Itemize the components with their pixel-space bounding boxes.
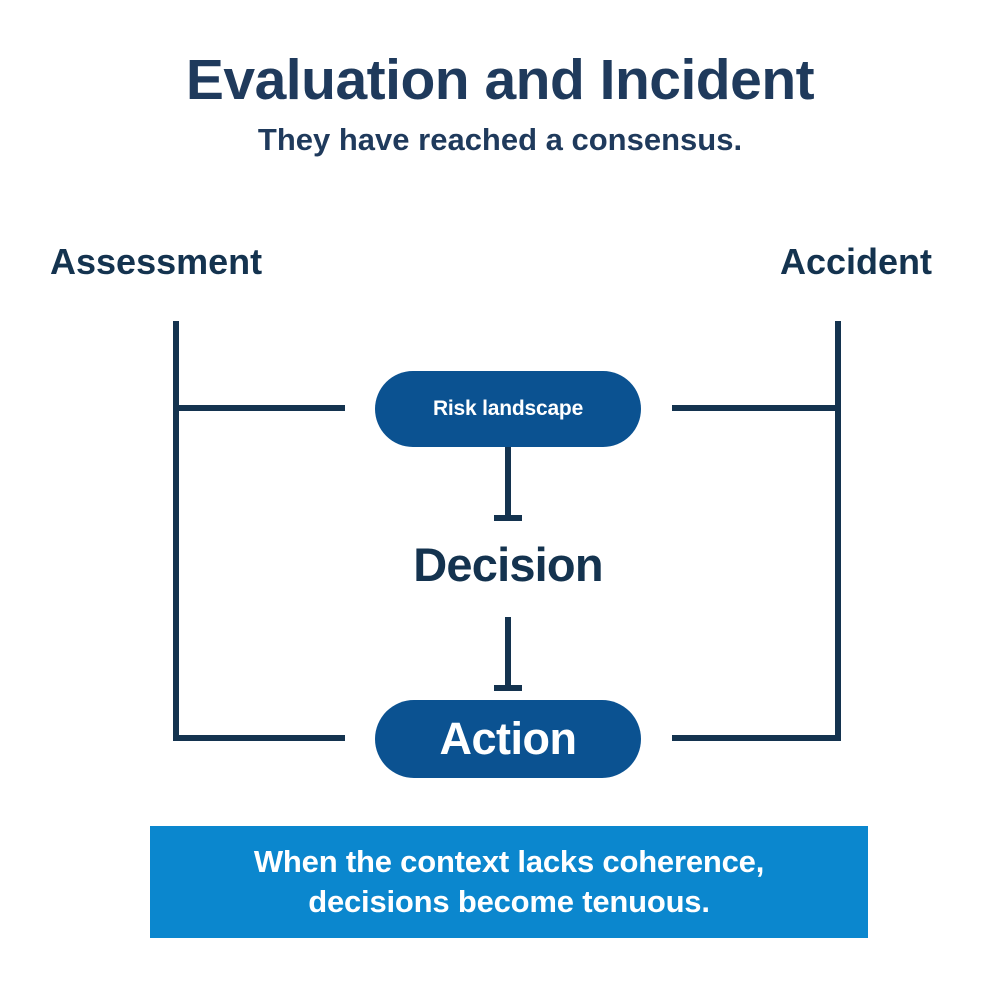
node-action-label: Action	[439, 713, 578, 764]
right-bracket-connector-to-risk-landscape	[672, 405, 841, 411]
connector-risk-to-decision-cap	[494, 515, 522, 521]
page-subtitle: They have reached a consensus.	[257, 122, 743, 157]
right-bracket-connector-to-action	[672, 735, 841, 741]
node-decision-label: Decision	[413, 538, 603, 591]
connector-risk-to-decision	[505, 447, 511, 521]
footer-banner-text: When the context lacks coherence, decisi…	[253, 844, 765, 919]
node-action[interactable]: Action	[375, 700, 641, 778]
left-bracket-vertical-line	[173, 321, 179, 741]
connector-decision-to-action	[505, 617, 511, 691]
left-bracket-connector-to-action	[173, 735, 345, 741]
node-decision: Decision	[375, 541, 641, 588]
left-bracket-connector-to-risk-landscape	[173, 405, 345, 411]
footer-banner: When the context lacks coherence, decisi…	[150, 826, 868, 938]
connector-decision-to-action-cap	[494, 685, 522, 691]
right-bracket-vertical-line	[835, 321, 841, 741]
header-block: Evaluation and Incident They have reache…	[0, 48, 1000, 157]
left-branch-label: Assessment	[50, 241, 263, 282]
node-risk-landscape[interactable]: Risk landscape	[375, 371, 641, 447]
node-risk-landscape-label: Risk landscape	[432, 397, 584, 420]
right-branch-label: Accident	[779, 241, 932, 282]
page-title: Evaluation and Incident	[185, 48, 815, 112]
